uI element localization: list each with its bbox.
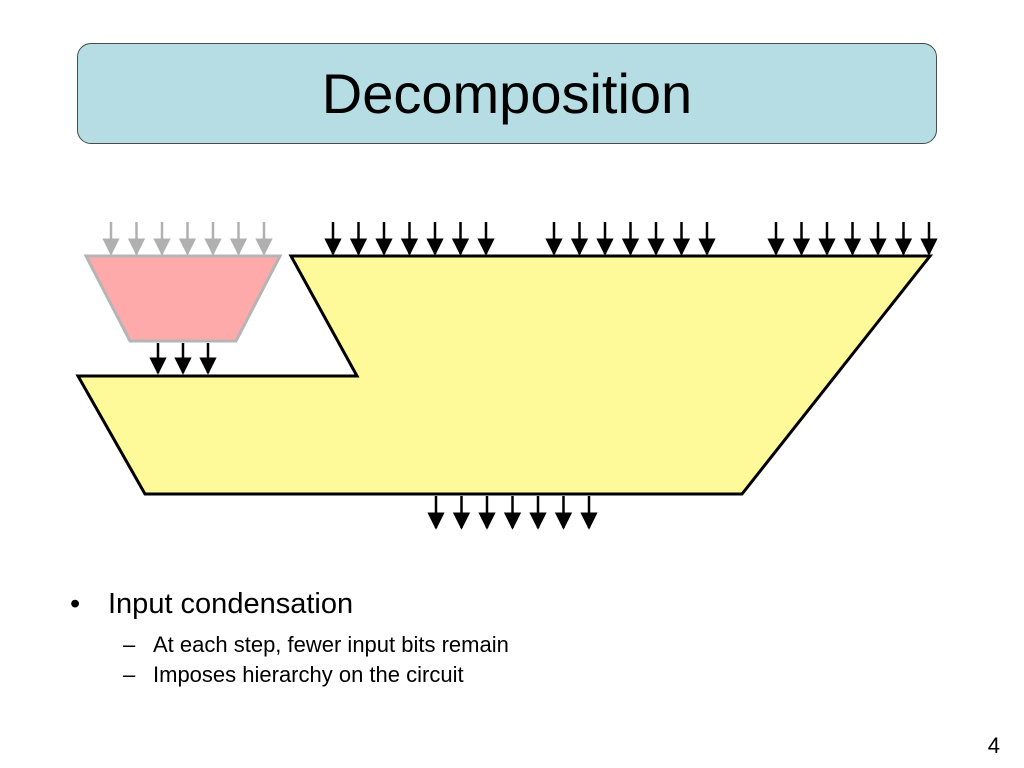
title-banner: Decomposition — [77, 43, 937, 144]
sub-block-output-arrows — [149, 343, 217, 375]
slide-title: Decomposition — [321, 62, 693, 125]
sub-bullet-marker: – — [123, 632, 136, 657]
main-block-input-arrows — [324, 222, 938, 256]
bullet-level-2: – Imposes hierarchy on the circuit — [123, 662, 464, 688]
main-block-output-arrows — [427, 496, 598, 530]
sub-bullet-marker: – — [123, 662, 136, 687]
bullet-text: Input condensation — [108, 588, 354, 620]
main-circuit-block — [75, 254, 934, 496]
bullet-level-1: • Input condensation — [70, 588, 353, 621]
sub-bullet-text: At each step, fewer input bits remain — [153, 632, 509, 657]
bullet-marker: • — [70, 588, 81, 620]
page-number: 4 — [987, 733, 1000, 758]
sub-bullet-text: Imposes hierarchy on the circuit — [153, 662, 464, 687]
condenser-sub-block — [83, 254, 283, 343]
sub-block-input-arrows — [102, 222, 273, 256]
bullet-level-2: – At each step, fewer input bits remain — [123, 632, 509, 658]
